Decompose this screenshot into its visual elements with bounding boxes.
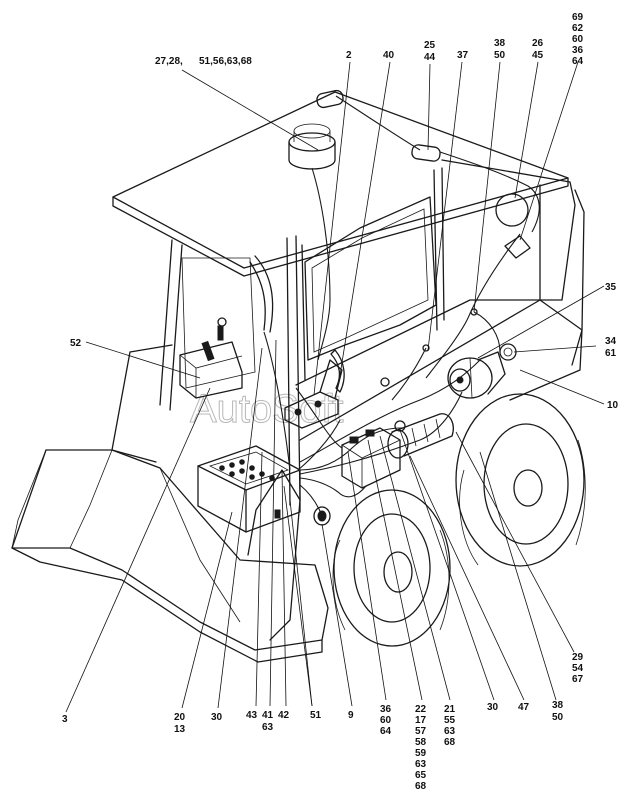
dashboard-control-box: [179, 317, 243, 399]
callout-label: 54: [572, 663, 584, 674]
callout-label: 68: [444, 737, 456, 748]
callout-label: 38: [552, 700, 564, 711]
rear-wheel: [455, 393, 586, 567]
roof-beacon-lamp: [288, 123, 336, 170]
callout-label: 40: [383, 50, 395, 61]
callout-label: 37: [457, 50, 469, 61]
callout-label: 45: [532, 50, 544, 61]
rear-round-lamp: [495, 193, 529, 227]
callout-label: 55: [444, 715, 456, 726]
callout-label: 65: [415, 770, 427, 781]
callout-label: 21: [444, 704, 456, 715]
starter-motor: [387, 413, 454, 459]
callout-label: 47: [518, 702, 530, 713]
callout-label: 35: [605, 282, 617, 293]
callout-label: 64: [380, 726, 392, 737]
callout-label: 57: [415, 726, 427, 737]
cab-roof: [112, 91, 569, 269]
leader-lines: [65, 61, 605, 713]
loader-arm: [247, 469, 301, 641]
callout-label: 3: [62, 714, 68, 725]
callout-label: 29: [572, 652, 584, 663]
callout-label: 2: [346, 50, 352, 61]
callout-label: 42: [278, 710, 290, 721]
callout-label: 67: [572, 674, 584, 685]
callout-label: 52: [70, 338, 82, 349]
callout-label: 69: [572, 12, 584, 23]
callout-label: 30: [211, 712, 223, 723]
callout-label: 62: [572, 23, 584, 34]
callout-label: 50: [494, 50, 506, 61]
starter-relay-box: [341, 427, 401, 489]
rear-connector: [504, 235, 531, 259]
callout-label: 20: [174, 712, 186, 723]
wiring-harness: [299, 427, 403, 471]
callout-label: 63: [444, 726, 456, 737]
callout-label: 30: [487, 702, 499, 713]
callout-label: 17: [415, 715, 427, 726]
callout-label: 9: [348, 710, 354, 721]
callout-label: 10: [607, 400, 619, 411]
cab-door: [304, 196, 437, 361]
callout-label: 50: [552, 712, 564, 723]
callout-label: 68: [415, 781, 427, 792]
callout-label: 13: [174, 724, 186, 735]
machine-drawing: [11, 89, 586, 663]
bucket: [11, 449, 329, 651]
callout-label: 60: [380, 715, 392, 726]
callout-label: 34: [605, 336, 617, 347]
callout-label: 61: [605, 348, 617, 359]
callout-label: 36: [380, 704, 392, 715]
callout-label: 58: [415, 737, 427, 748]
cab-frame: [159, 167, 541, 506]
front-wheel: [332, 489, 451, 647]
callout-label: 36: [572, 45, 584, 56]
battery: [197, 445, 301, 533]
sensor: [422, 344, 430, 352]
callout-label: 63: [262, 722, 274, 733]
callout-labels: 27,28, 51,56,63,68 2 40 25 44 37 38 50 2…: [62, 12, 619, 792]
horn: [499, 343, 517, 361]
callout-label: 22: [415, 704, 427, 715]
front-work-light: [316, 89, 344, 109]
callout-label: 59: [415, 748, 427, 759]
callout-label: 51: [310, 710, 322, 721]
callout-label: 44: [424, 52, 436, 63]
callout-label: 26: [532, 38, 544, 49]
callout-label: 64: [572, 56, 584, 67]
sensor: [380, 377, 390, 387]
watermark: AutoSoft: [190, 387, 343, 431]
engine-hood: [299, 299, 583, 441]
callout-label: 27,28,: [155, 56, 183, 67]
callout-label: 51,56,63,68: [199, 56, 252, 67]
rear-work-light: [411, 144, 441, 162]
callout-label: 60: [572, 34, 584, 45]
callout-label: 41: [262, 710, 274, 721]
callout-label: 38: [494, 38, 506, 49]
pedal-switch-panel: [284, 359, 343, 429]
callout-label: 63: [415, 759, 427, 770]
callout-label: 25: [424, 40, 436, 51]
callout-label: 43: [246, 710, 258, 721]
alternator: [447, 351, 506, 399]
